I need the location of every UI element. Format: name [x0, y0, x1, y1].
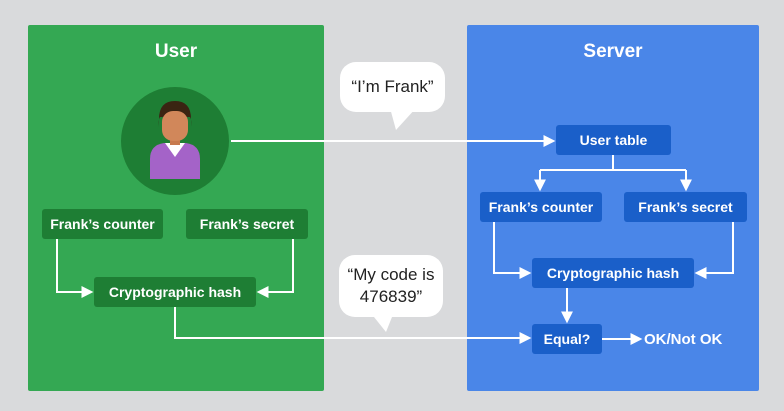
user-panel: User: [28, 25, 324, 391]
identity-bubble-tail: [390, 108, 416, 130]
server-frank-secret-box: Frank’s secret: [624, 192, 747, 222]
server-panel-title: Server: [583, 41, 643, 62]
identity-bubble-text: “I’m Frank”: [351, 77, 434, 96]
code-bubble-line1: “My code is: [347, 265, 435, 284]
user-avatar-circle: [121, 87, 229, 195]
server-user-table-box: User table: [556, 125, 671, 155]
user-frank-secret-box: Frank’s secret: [186, 209, 308, 239]
user-frank-counter-box: Frank’s counter: [42, 209, 163, 239]
server-frank-counter-box: Frank’s counter: [480, 192, 602, 222]
person-avatar-icon: [150, 101, 200, 179]
server-cryptographic-hash-box: Cryptographic hash: [532, 258, 694, 288]
code-speech-bubble: “My code is 476839”: [339, 255, 443, 317]
user-cryptographic-hash-box: Cryptographic hash: [94, 277, 256, 307]
server-result-label: OK/Not OK: [644, 330, 723, 348]
identity-speech-bubble: “I’m Frank”: [340, 62, 445, 112]
code-bubble-line2: 476839”: [359, 287, 423, 306]
code-bubble-tail: [370, 312, 394, 332]
server-equal-box: Equal?: [532, 324, 602, 354]
user-panel-title: User: [154, 41, 198, 62]
